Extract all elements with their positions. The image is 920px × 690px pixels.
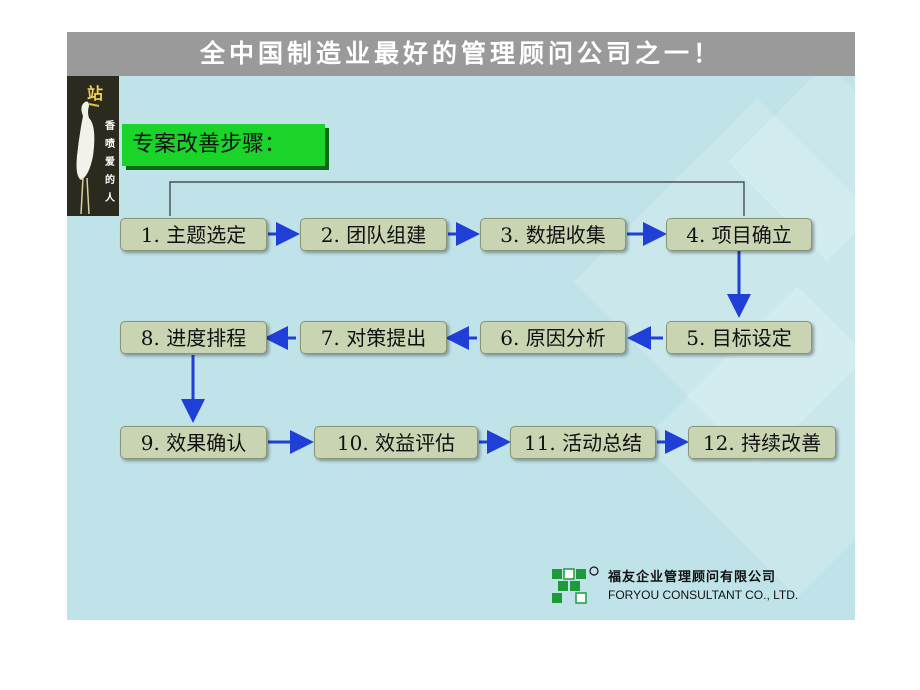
step-1: 1. 主题选定 (120, 218, 267, 251)
step-5: 5. 目标设定 (666, 321, 812, 354)
company-name-en: FORYOU CONSULTANT CO., LTD. (608, 588, 799, 602)
flow-connectors (169, 181, 751, 454)
sidebar-char: 爱 (105, 157, 115, 168)
step-8: 8. 进度排程 (120, 321, 267, 354)
calligraphy-icon: 站 (87, 84, 104, 103)
company-name-cn: 福友企业管理顾问有限公司 (608, 570, 777, 585)
page-title: 全中国制造业最好的管理顾问公司之一！ (199, 39, 722, 68)
step-2: 2. 团队组建 (300, 218, 447, 251)
slide: 全中国制造业最好的管理顾问公司之一！ 站 香 喷 爱 的 人 专案改善步骤： (67, 32, 855, 620)
egret-icon (76, 101, 100, 215)
header-bar: 全中国制造业最好的管理顾问公司之一！ (67, 32, 855, 76)
sidebar-char: 人 (105, 193, 115, 204)
step-7: 7. 对策提出 (300, 321, 447, 354)
loop-back-line (169, 181, 745, 216)
step-6: 6. 原因分析 (480, 321, 626, 354)
step-3: 3. 数据收集 (480, 218, 626, 251)
sidebar-char: 喷 (105, 139, 115, 150)
sidebar-vertical-text: 香 喷 爱 的 人 (103, 118, 117, 208)
sidebar-char: 的 (105, 175, 115, 186)
sidebar-image: 站 香 喷 爱 的 人 (67, 76, 119, 216)
step-11: 11. 活动总结 (510, 426, 656, 459)
step-10: 10. 效益评估 (314, 426, 478, 459)
step-12: 12. 持续改善 (688, 426, 836, 459)
step-4: 4. 项目确立 (666, 218, 812, 251)
sidebar-char: 香 (105, 121, 115, 132)
section-title: 专案改善步骤： (122, 124, 325, 166)
step-9: 9. 效果确认 (120, 426, 267, 459)
company-logo-icon (552, 566, 599, 604)
